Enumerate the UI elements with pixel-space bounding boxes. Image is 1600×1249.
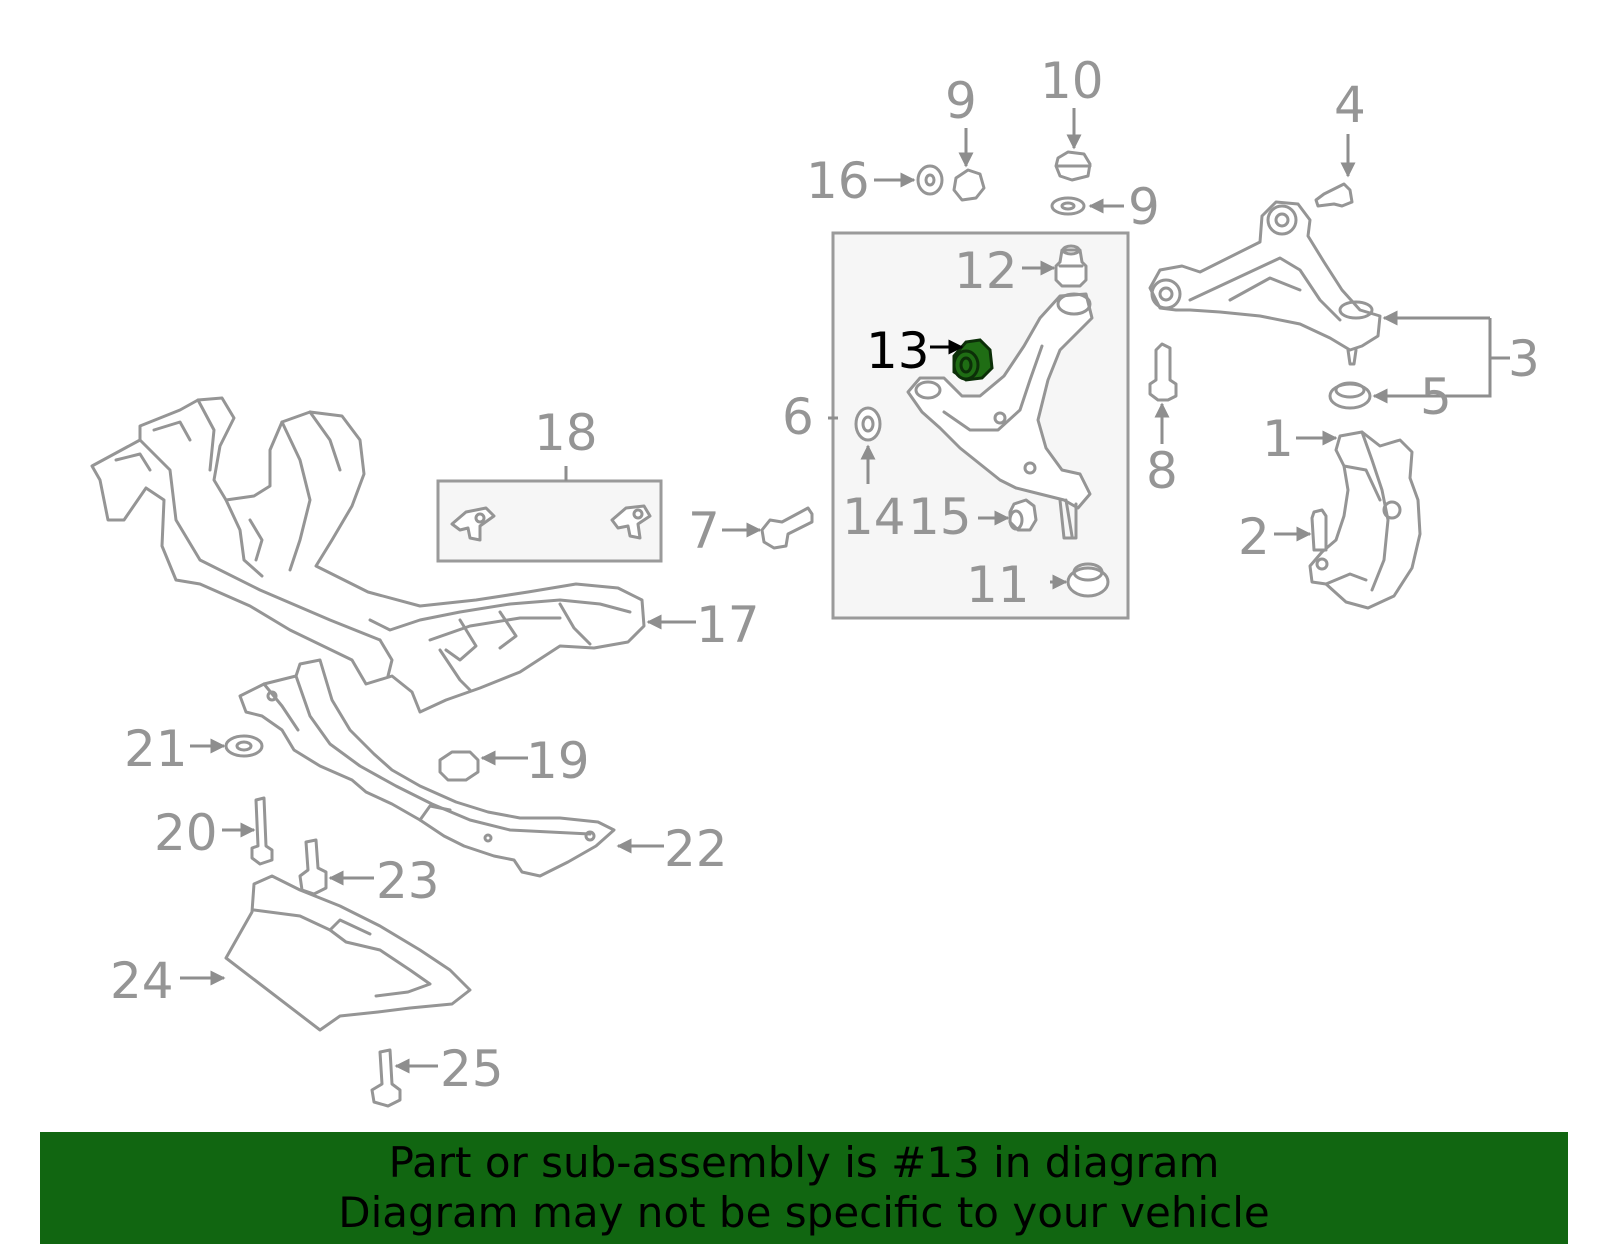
callout-24[interactable]: 24 bbox=[110, 952, 174, 1010]
bolt-part-4[interactable] bbox=[1314, 182, 1354, 208]
callout-11[interactable]: 11 bbox=[966, 556, 1030, 614]
washer-part-16[interactable] bbox=[916, 164, 944, 196]
upper-control-arm-part-3[interactable] bbox=[1148, 200, 1382, 366]
bolt-part-2[interactable] bbox=[1310, 508, 1328, 552]
nut-part-10[interactable] bbox=[1054, 150, 1092, 182]
callout-25[interactable]: 25 bbox=[440, 1040, 504, 1098]
callout-19[interactable]: 19 bbox=[526, 732, 590, 790]
bolt-part-23[interactable] bbox=[298, 838, 328, 896]
washer-part-21[interactable] bbox=[224, 734, 264, 758]
callout-2[interactable]: 2 bbox=[1238, 508, 1270, 566]
callout-9-right[interactable]: 9 bbox=[1128, 178, 1160, 236]
callout-15[interactable]: 15 bbox=[908, 488, 972, 546]
bolt-part-8[interactable] bbox=[1148, 342, 1178, 402]
banner-line-disclaimer: Diagram may not be specific to your vehi… bbox=[338, 1188, 1270, 1237]
nut-part-9[interactable] bbox=[952, 168, 986, 202]
callout-23[interactable]: 23 bbox=[376, 852, 440, 910]
boot-part-15[interactable] bbox=[1008, 498, 1038, 532]
bolt-part-25[interactable] bbox=[370, 1048, 402, 1108]
leader-lines bbox=[180, 108, 1510, 1074]
brace-part-22[interactable] bbox=[238, 658, 616, 878]
nut-part-19[interactable] bbox=[438, 750, 480, 782]
bushing-part-12[interactable] bbox=[1054, 244, 1088, 288]
bolt-part-7[interactable] bbox=[760, 506, 814, 550]
callout-labels: 9 16 10 9 4 12 13 6 14 15 11 8 7 18 17 3… bbox=[110, 52, 1540, 1098]
callout-9[interactable]: 9 bbox=[945, 72, 977, 130]
callout-16[interactable]: 16 bbox=[806, 152, 870, 210]
washer-part-14[interactable] bbox=[854, 406, 882, 442]
callout-1[interactable]: 1 bbox=[1262, 410, 1294, 468]
lower-control-arm[interactable] bbox=[906, 292, 1094, 540]
callout-21[interactable]: 21 bbox=[124, 720, 188, 778]
banner-line-part-number: Part or sub-assembly is #13 in diagram bbox=[388, 1138, 1220, 1187]
callout-13[interactable]: 13 bbox=[866, 322, 930, 380]
knuckle-part-1[interactable] bbox=[1308, 430, 1422, 610]
callout-20[interactable]: 20 bbox=[154, 804, 218, 862]
bushing-part-11[interactable] bbox=[1066, 562, 1110, 598]
callout-22[interactable]: 22 bbox=[664, 820, 728, 878]
callout-12[interactable]: 12 bbox=[954, 242, 1018, 300]
callout-17[interactable]: 17 bbox=[696, 596, 760, 654]
shield-part-24[interactable] bbox=[224, 874, 472, 1032]
info-banner: Part or sub-assembly is #13 in diagram D… bbox=[40, 1132, 1568, 1244]
callout-5[interactable]: 5 bbox=[1420, 368, 1452, 426]
callout-7[interactable]: 7 bbox=[688, 502, 720, 560]
callout-18[interactable]: 18 bbox=[534, 404, 598, 462]
callout-8[interactable]: 8 bbox=[1146, 442, 1178, 500]
washer-part-9[interactable] bbox=[1050, 196, 1086, 216]
bushing-part-5[interactable] bbox=[1328, 381, 1372, 410]
callout-6[interactable]: 6 bbox=[782, 388, 814, 446]
bracket-part-18[interactable] bbox=[450, 504, 652, 542]
bolt-part-20[interactable] bbox=[250, 796, 274, 866]
callout-4[interactable]: 4 bbox=[1334, 76, 1366, 134]
callout-3[interactable]: 3 bbox=[1508, 330, 1540, 388]
callout-10[interactable]: 10 bbox=[1040, 52, 1104, 110]
bushing-part-13[interactable] bbox=[952, 338, 994, 382]
subframe-part-17[interactable] bbox=[90, 396, 646, 714]
callout-14[interactable]: 14 bbox=[842, 488, 906, 546]
